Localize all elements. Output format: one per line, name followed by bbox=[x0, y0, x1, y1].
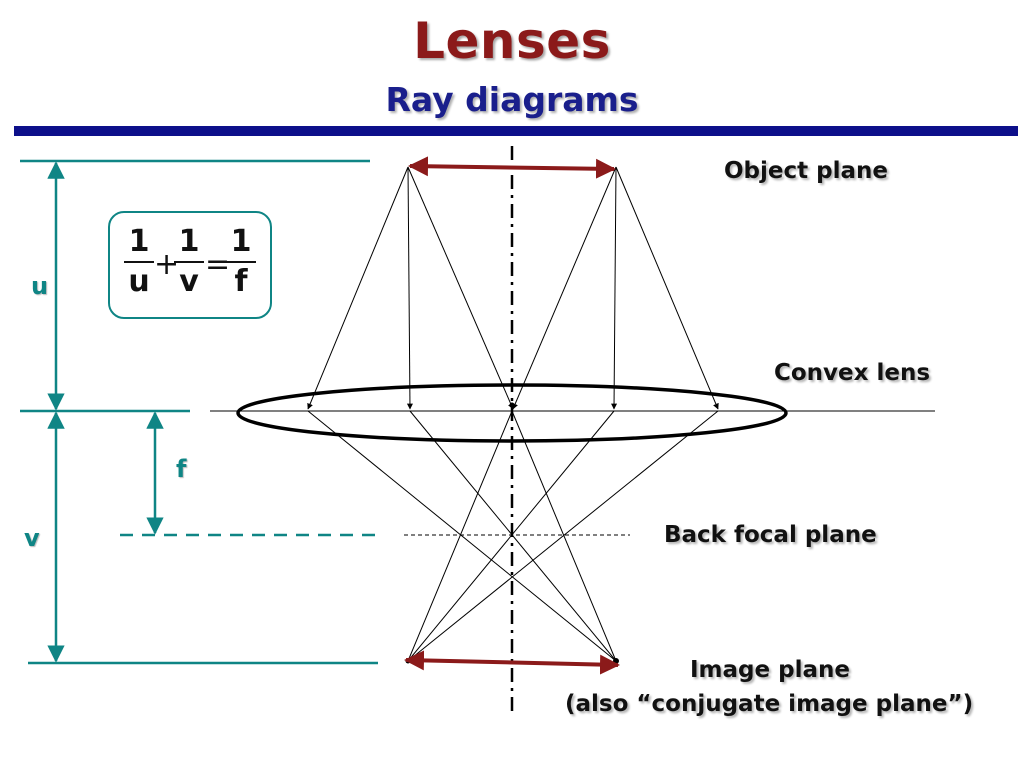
plus-sign: + bbox=[154, 247, 180, 282]
incident-rays bbox=[307, 166, 719, 410]
lens-equation-box: 1 u + 1 v = 1 f bbox=[108, 211, 272, 319]
fraction-1-over-f: 1 f bbox=[226, 227, 256, 297]
incident-ray bbox=[307, 166, 409, 410]
incident-ray bbox=[512, 166, 617, 410]
fraction-denominator: v bbox=[179, 263, 199, 299]
fraction-numerator: 1 bbox=[128, 224, 150, 259]
image-arrow bbox=[404, 650, 620, 675]
object-arrow bbox=[408, 156, 616, 179]
page-subtitle: Ray diagrams bbox=[385, 80, 639, 119]
v-label: v bbox=[24, 524, 40, 552]
equals-sign: = bbox=[205, 247, 231, 282]
fraction-denominator: f bbox=[234, 263, 248, 299]
convex-lens-label: Convex lens bbox=[774, 360, 931, 386]
fraction-denominator: u bbox=[128, 263, 150, 299]
fraction-bar bbox=[124, 261, 154, 263]
refracted-ray bbox=[409, 410, 617, 662]
convex-lens bbox=[236, 383, 788, 443]
object-plane-label: Object plane bbox=[724, 158, 888, 184]
dimension-lines bbox=[20, 159, 382, 665]
back-focal-plane-label: Back focal plane bbox=[664, 522, 877, 548]
incident-ray bbox=[406, 166, 413, 410]
fraction-1-over-u: 1 u bbox=[124, 227, 154, 297]
page-title: Lenses bbox=[413, 12, 611, 70]
f-label: f bbox=[176, 455, 187, 483]
image-plane-label: Image plane bbox=[690, 657, 850, 683]
refracted-ray bbox=[407, 410, 719, 662]
refracted-ray bbox=[407, 410, 615, 662]
incident-ray bbox=[615, 166, 719, 410]
u-label: u bbox=[31, 272, 49, 300]
title-divider bbox=[14, 126, 1018, 136]
fraction-bar bbox=[226, 261, 256, 263]
incident-ray bbox=[407, 166, 514, 410]
fraction-bar bbox=[174, 261, 204, 263]
incident-ray bbox=[611, 166, 618, 410]
refracted-ray bbox=[307, 410, 617, 662]
fraction-numerator: 1 bbox=[178, 224, 200, 259]
refracted-ray bbox=[511, 410, 617, 662]
refracted-ray bbox=[407, 410, 513, 662]
refracted-rays bbox=[307, 410, 719, 662]
fraction-1-over-v: 1 v bbox=[174, 227, 204, 297]
fraction-numerator: 1 bbox=[230, 224, 252, 259]
image-plane-note: (also “conjugate image plane”) bbox=[565, 691, 974, 717]
